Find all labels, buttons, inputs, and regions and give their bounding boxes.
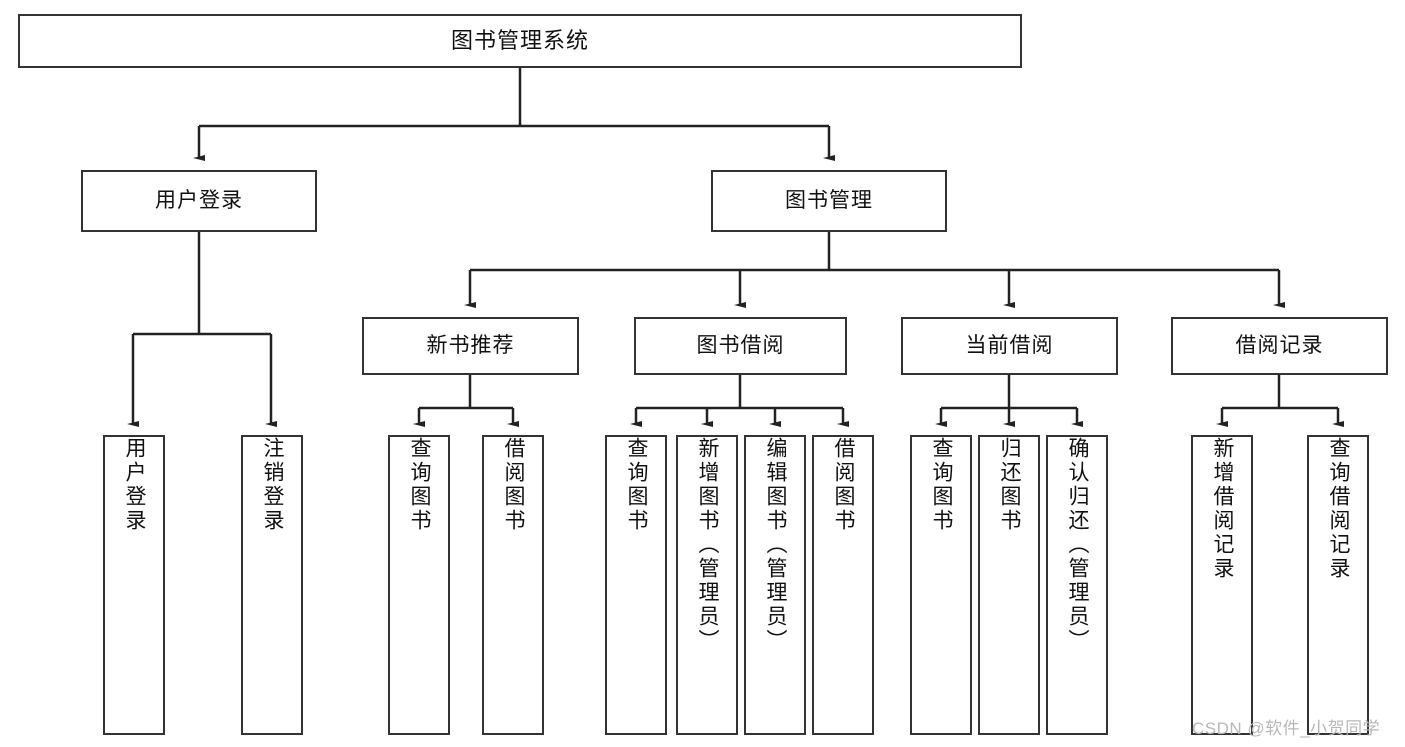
leaf-borrow-book[interactable]: 借阅图书	[812, 435, 874, 735]
node-root-book-management-system[interactable]: 图书管理系统	[18, 14, 1022, 68]
node-label: 新书推荐	[426, 333, 515, 357]
leaf-add-borrow-record[interactable]: 新增借阅记录	[1191, 435, 1253, 735]
node-label: 查询图书	[930, 437, 954, 533]
node-label: 图书管理系统	[450, 28, 589, 54]
node-label: 编辑图书（管理员）	[764, 437, 788, 653]
leaf-return-book[interactable]: 归还图书	[978, 435, 1040, 735]
leaf-logout-login[interactable]: 注销登录	[241, 435, 303, 735]
node-label: 图书管理	[785, 188, 873, 212]
node-new-book-recommend[interactable]: 新书推荐	[362, 317, 579, 375]
node-label: 新增图书（管理员）	[696, 437, 720, 653]
node-label: 用户登录	[123, 437, 147, 533]
node-borrow-record[interactable]: 借阅记录	[1171, 317, 1388, 375]
leaf-borrow-book-recommend[interactable]: 借阅图书	[482, 435, 544, 735]
leaf-confirm-return-admin[interactable]: 确认归还（管理员）	[1046, 435, 1108, 735]
leaf-add-book-admin[interactable]: 新增图书（管理员）	[676, 435, 738, 735]
node-current-borrow[interactable]: 当前借阅	[901, 317, 1118, 375]
node-label: 借阅图书	[832, 437, 856, 533]
leaf-user-login[interactable]: 用户登录	[103, 435, 165, 735]
node-label: 查询图书	[408, 437, 432, 533]
node-user-login[interactable]: 用户登录	[81, 170, 317, 232]
leaf-query-book-recommend[interactable]: 查询图书	[388, 435, 450, 735]
node-label: 确认归还（管理员）	[1066, 437, 1090, 653]
node-label: 借阅记录	[1235, 333, 1324, 357]
node-label: 查询图书	[625, 437, 649, 533]
node-book-management[interactable]: 图书管理	[711, 170, 947, 232]
node-label: 当前借阅	[965, 333, 1054, 357]
node-book-borrow[interactable]: 图书借阅	[634, 317, 847, 375]
node-label: 用户登录	[155, 188, 243, 212]
node-label: 归还图书	[998, 437, 1022, 533]
leaf-query-book-borrow[interactable]: 查询图书	[605, 435, 667, 735]
node-label: 借阅图书	[502, 437, 526, 533]
leaf-query-book-current[interactable]: 查询图书	[910, 435, 972, 735]
node-label: 注销登录	[261, 437, 285, 533]
node-label: 查询借阅记录	[1327, 437, 1351, 581]
node-label: 新增借阅记录	[1211, 437, 1235, 581]
node-label: 图书借阅	[696, 333, 785, 357]
csdn-watermark: CSDN @软件_小贺同学	[1192, 719, 1381, 738]
leaf-edit-book-admin[interactable]: 编辑图书（管理员）	[744, 435, 806, 735]
leaf-query-borrow-record[interactable]: 查询借阅记录	[1307, 435, 1369, 735]
